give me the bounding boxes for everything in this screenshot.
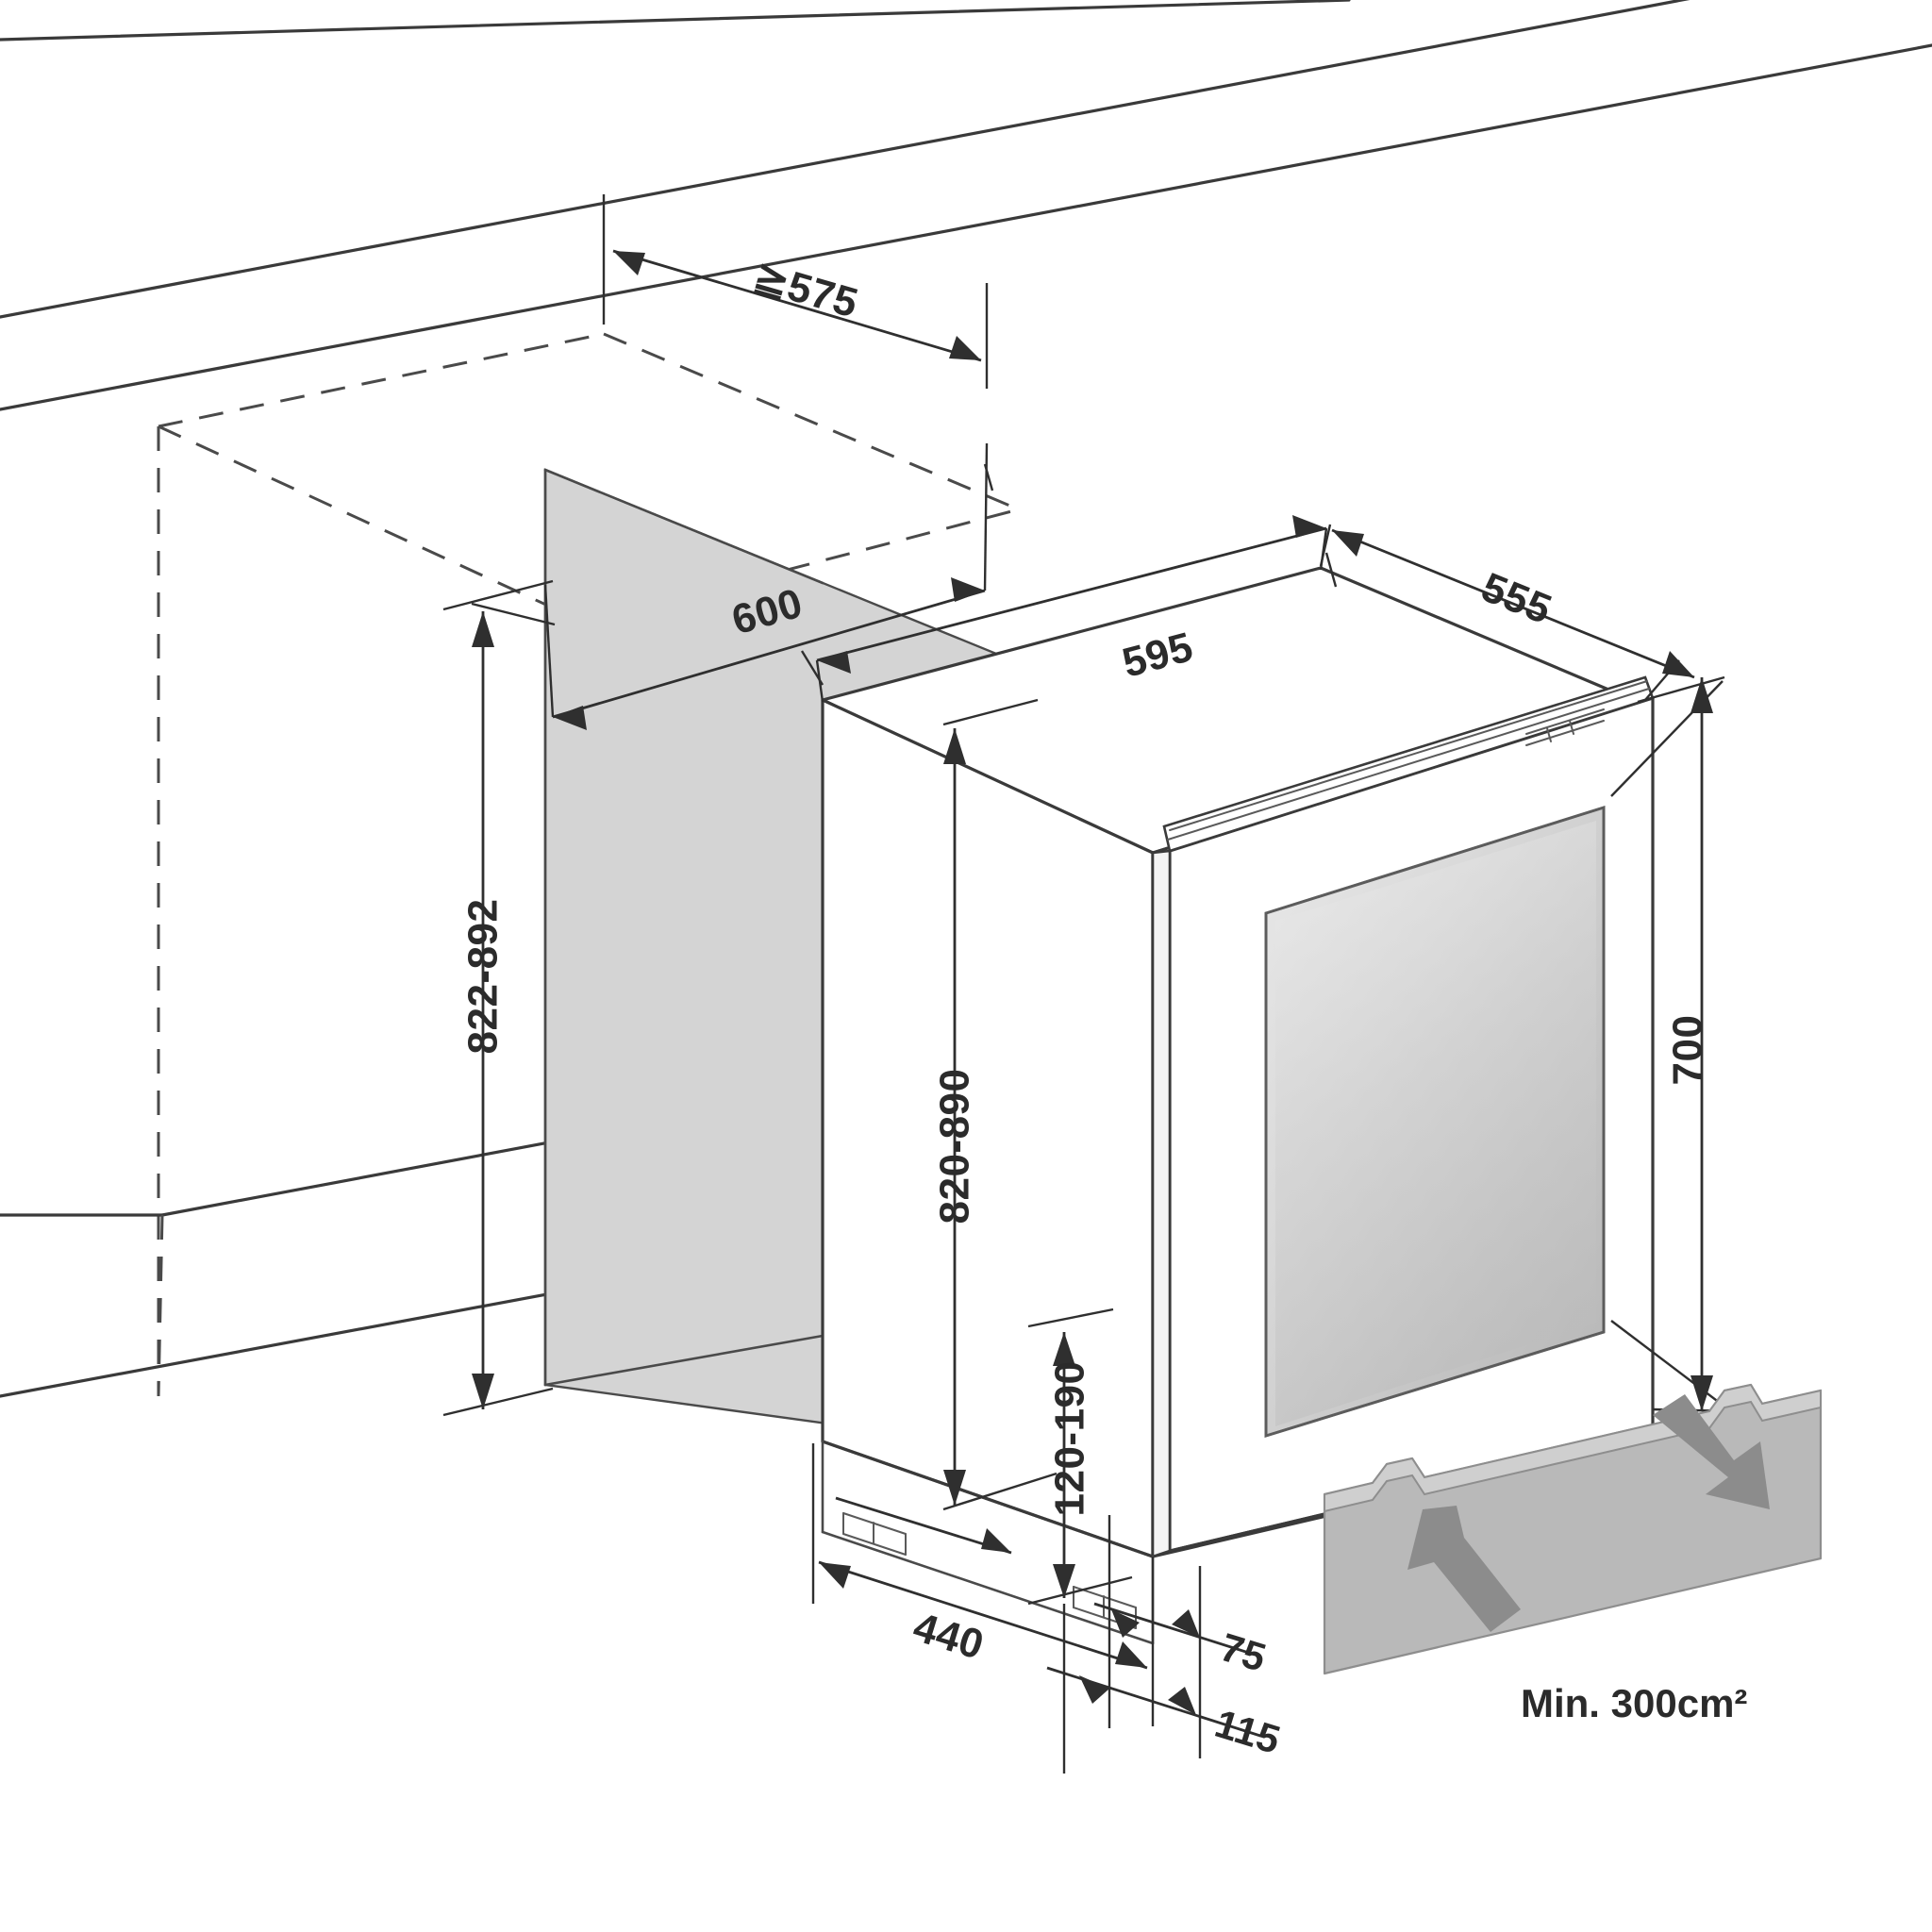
dimension-lines xyxy=(442,194,1737,1774)
ventilation-caption: Min. 300cm² xyxy=(1521,1681,1748,1725)
door-left-edge xyxy=(1151,849,1172,1558)
appliance-left-side-face xyxy=(821,698,1155,1558)
door-glass-sheen xyxy=(1275,821,1596,1426)
arrow-up-left-icon xyxy=(1407,1506,1521,1632)
door-glass-frame xyxy=(1264,805,1606,1439)
dim-label-door-height: 700 xyxy=(1664,1014,1711,1086)
wine-cooler-appliance xyxy=(821,566,1655,1645)
dim-label-plinth-height: 120-190 xyxy=(1046,1360,1093,1517)
dim-label-niche-height: 822-892 xyxy=(459,898,507,1055)
arrow-down-right-icon xyxy=(1653,1394,1770,1509)
dim-label-appliance-height: 820-890 xyxy=(931,1068,978,1224)
door-hinge-detail xyxy=(1525,708,1605,746)
ventilation-plinth-grille xyxy=(1323,1383,1823,1675)
